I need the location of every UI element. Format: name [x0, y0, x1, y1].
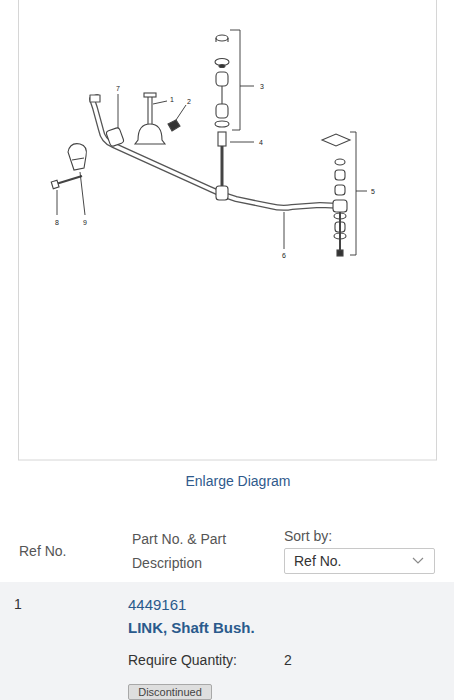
select-value: Ref No. — [294, 553, 341, 570]
enlarge-link: Enlarge Diagram — [185, 472, 290, 490]
callout-number: 3 — [260, 82, 264, 91]
part-row: Discontinued 1 4449161LINK, Shaft Bush. Req… — [0, 582, 454, 700]
quantity-label: Require Quantity: — [128, 652, 237, 669]
callout-number: 7 — [116, 84, 120, 93]
quantity-value: 2 — [284, 652, 292, 669]
leader-lines — [57, 30, 367, 255]
callout-number: 6 — [282, 251, 286, 260]
anti-roll-bar — [90, 95, 342, 208]
status-text: Discontinued — [138, 686, 202, 699]
chevron-icon — [412, 557, 424, 565]
callout-number: 2 — [187, 97, 191, 106]
part-number: 4449161 — [128, 596, 186, 614]
callout-number: 1 — [170, 95, 174, 104]
callout-number: 5 — [371, 187, 375, 196]
callout-number: 4 — [259, 138, 263, 147]
sort-label: Sort by: — [284, 527, 332, 545]
callout-number: 9 — [83, 218, 87, 227]
status-button: Discontinued — [128, 684, 212, 700]
ref-number: 1 — [14, 596, 22, 613]
column-header: Ref No. — [19, 542, 66, 560]
callout-number: 8 — [55, 218, 59, 227]
diagram-frame — [19, 0, 437, 460]
sort-select: Ref No. — [284, 548, 435, 574]
column-header: Part No. & Part Description — [132, 527, 238, 575]
bar-hardware — [51, 35, 350, 256]
chevron-stroke — [413, 558, 423, 563]
part-description: LINK, Shaft Bush. — [128, 619, 255, 637]
